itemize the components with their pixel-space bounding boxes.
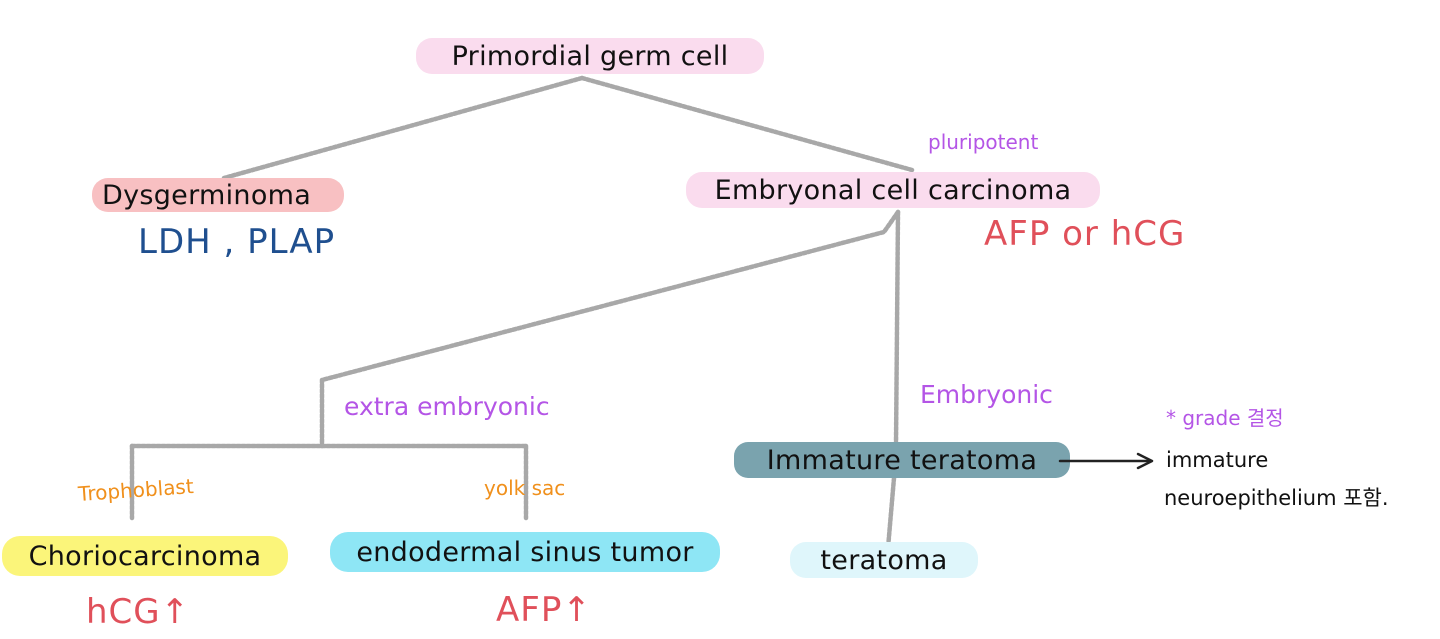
node-choriocarcinoma: Choriocarcinoma [2, 536, 288, 576]
node-primordial-germ-cell: Primordial germ cell [416, 38, 764, 74]
node-endodermal-sinus-tumor: endodermal sinus tumor [330, 532, 720, 572]
marker-dysgerminoma: LDH , PLAP [138, 222, 336, 262]
edge-primordial-embryonal [579, 75, 915, 173]
label-pluripotent: pluripotent [928, 130, 1039, 154]
edge-embryonal-extraembryonic [319, 209, 901, 449]
edge-immature-teratoma [885, 475, 897, 551]
edge-embryonal-immature [893, 209, 901, 447]
label-embryonic: Embryonic [920, 380, 1053, 409]
note-line-1: immature [1166, 448, 1269, 472]
marker-embryonal: AFP or hCG [984, 214, 1186, 254]
node-immature-teratoma: Immature teratoma [734, 442, 1070, 478]
node-dysgerminoma: Dysgerminoma [92, 178, 344, 212]
label-extraembryonic: extra embryonic [344, 392, 550, 421]
note-line-2: neuroepithelium 포함. [1164, 486, 1389, 510]
node-teratoma: teratoma [790, 542, 978, 578]
node-embryonal-cell-carcinoma: Embryonal cell carcinoma [686, 172, 1100, 208]
edge-primordial-dysgerminoma [221, 75, 585, 181]
marker-endodermal: AFP↑ [496, 590, 592, 630]
arrow-to-note [1058, 452, 1154, 470]
note-grade: * grade 결정 [1166, 406, 1284, 430]
label-yolksac: yolk sac [484, 476, 566, 500]
marker-choriocarcinoma: hCG↑ [86, 592, 191, 632]
